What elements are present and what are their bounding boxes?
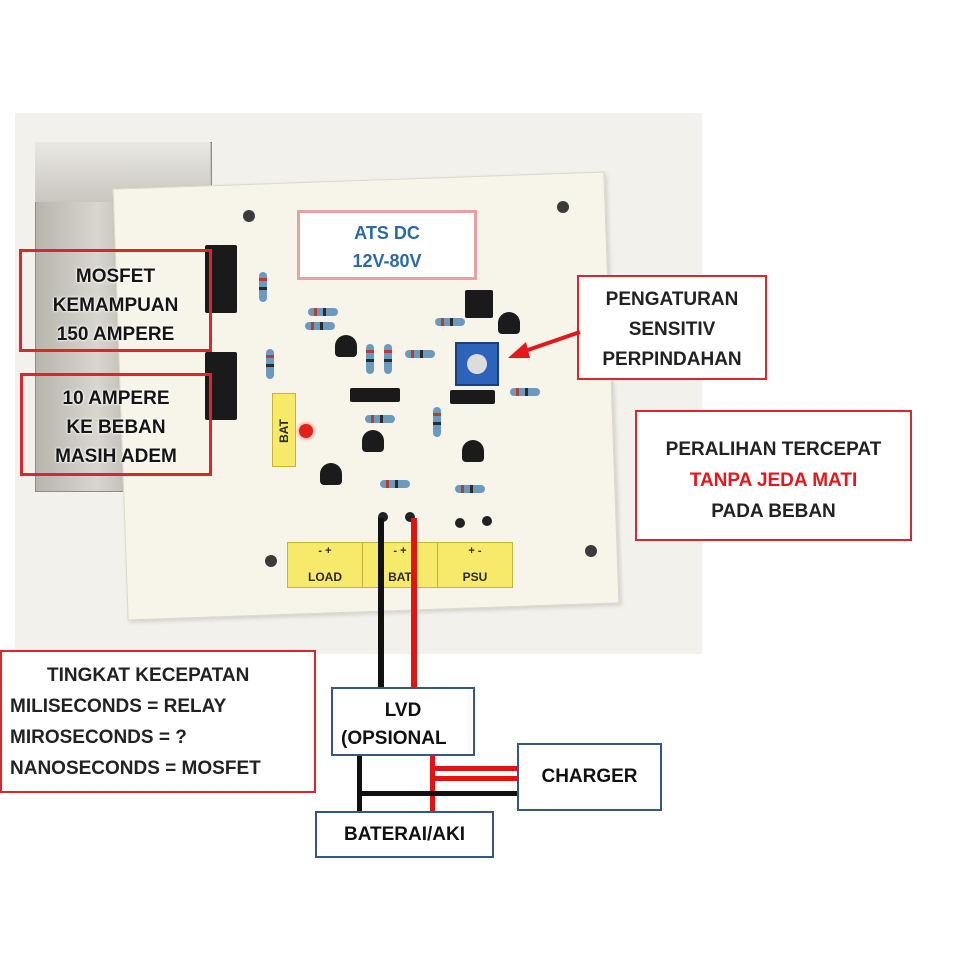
transistor bbox=[498, 312, 520, 334]
terminal-psu: + - PSU bbox=[438, 543, 512, 587]
lvd-box: LVD (OPSIONAL bbox=[331, 687, 475, 756]
solder-pad bbox=[405, 512, 415, 522]
terminal-load: - + LOAD bbox=[288, 543, 363, 587]
terminal-bat: - + BAT bbox=[363, 543, 438, 587]
charger-box: CHARGER bbox=[517, 743, 662, 811]
switching-callout: PERALIHAN TERCEPAT TANPA JEDA MATI PADA … bbox=[635, 410, 912, 541]
resistor bbox=[366, 344, 374, 374]
solder-pad bbox=[455, 518, 465, 528]
bat-silkscreen-label: BAT bbox=[272, 393, 296, 467]
resistor bbox=[510, 388, 540, 396]
terminal-label-strip: - + LOAD - + BAT + - PSU bbox=[287, 542, 513, 588]
sensitivity-callout-line1: PENGATURAN bbox=[605, 289, 739, 310]
mounting-hole bbox=[243, 210, 255, 222]
sensitivity-callout-line3: PERPINDAHAN bbox=[602, 349, 742, 370]
mosfet-callout-line3: 150 AMPERE bbox=[56, 324, 175, 345]
load-callout-line3: MASIH ADEM bbox=[55, 446, 177, 467]
resistor bbox=[435, 318, 465, 326]
speed-callout-line1: MILISECONDS = RELAY bbox=[10, 696, 227, 717]
lvd-label-line2: (OPSIONAL bbox=[341, 728, 447, 749]
mounting-hole bbox=[265, 555, 277, 567]
terminal-sign: + - bbox=[468, 545, 482, 557]
resistor bbox=[405, 350, 435, 358]
resistor bbox=[380, 480, 410, 488]
terminal-name: BAT bbox=[388, 570, 412, 584]
resistor bbox=[259, 272, 267, 302]
battery-label: BATERAI/AKI bbox=[343, 824, 466, 845]
resistor bbox=[455, 485, 485, 493]
speed-callout: TINGKAT KECEPATAN MILISECONDS = RELAY MI… bbox=[0, 650, 316, 793]
load-callout-line2: KE BEBAN bbox=[66, 417, 166, 438]
load-callout-line1: 10 AMPERE bbox=[62, 388, 170, 409]
resistor bbox=[266, 349, 274, 379]
resistor bbox=[365, 415, 395, 423]
relay-chip bbox=[465, 290, 493, 318]
mosfet-callout: MOSFET KEMAMPUAN 150 AMPERE bbox=[19, 249, 212, 352]
transistor bbox=[335, 335, 357, 357]
positive-wire bbox=[430, 756, 435, 812]
board-title-label: ATS DC 12V-80V bbox=[297, 210, 477, 280]
negative-wire bbox=[378, 518, 384, 688]
solder-pad bbox=[378, 512, 388, 522]
trimpot bbox=[455, 342, 499, 386]
terminal-name: LOAD bbox=[308, 570, 342, 584]
lvd-label-line1: LVD bbox=[384, 700, 422, 721]
mosfet-callout-line1: MOSFET bbox=[75, 266, 156, 287]
speed-callout-line3: NANOSECONDS = MOSFET bbox=[10, 758, 261, 779]
solder-pad bbox=[482, 516, 492, 526]
terminal-name: PSU bbox=[462, 570, 488, 584]
diode-component bbox=[450, 390, 495, 404]
transistor bbox=[462, 440, 484, 462]
negative-wire bbox=[360, 791, 519, 796]
switching-callout-line1: PERALIHAN TERCEPAT bbox=[665, 439, 882, 460]
resistor bbox=[433, 407, 441, 437]
transistor bbox=[320, 463, 342, 485]
negative-wire bbox=[357, 756, 362, 812]
pointer-arrow-icon bbox=[508, 330, 581, 358]
bat-label-text: BAT bbox=[277, 419, 291, 443]
mosfet-callout-line2: KEMAMPUAN bbox=[52, 295, 179, 316]
speed-callout-heading: TINGKAT KECEPATAN bbox=[47, 665, 250, 686]
board-title-line1: ATS DC bbox=[354, 223, 420, 243]
charger-label: CHARGER bbox=[541, 766, 638, 787]
load-callout: 10 AMPERE KE BEBAN MASIH ADEM bbox=[20, 373, 212, 476]
positive-wire bbox=[433, 776, 519, 781]
diode-component bbox=[350, 388, 400, 402]
positive-wire bbox=[433, 766, 519, 771]
mounting-hole bbox=[585, 545, 597, 557]
terminal-sign: - + bbox=[393, 545, 407, 557]
resistor bbox=[305, 322, 335, 330]
battery-box: BATERAI/AKI bbox=[315, 811, 494, 858]
resistor bbox=[384, 344, 392, 374]
sensitivity-callout: PENGATURAN SENSITIV PERPINDAHAN bbox=[577, 275, 767, 380]
status-led bbox=[299, 424, 313, 438]
switching-callout-line3: PADA BEBAN bbox=[711, 501, 836, 522]
mounting-hole bbox=[557, 201, 569, 213]
switching-callout-line2: TANPA JEDA MATI bbox=[689, 470, 858, 491]
terminal-sign: - + bbox=[318, 545, 332, 557]
transistor bbox=[362, 430, 384, 452]
speed-callout-line2: MIROSECONDS = ? bbox=[10, 727, 187, 748]
positive-wire bbox=[411, 518, 417, 688]
board-title-line2: 12V-80V bbox=[352, 251, 422, 271]
sensitivity-callout-line2: SENSITIV bbox=[628, 319, 716, 340]
resistor bbox=[308, 308, 338, 316]
